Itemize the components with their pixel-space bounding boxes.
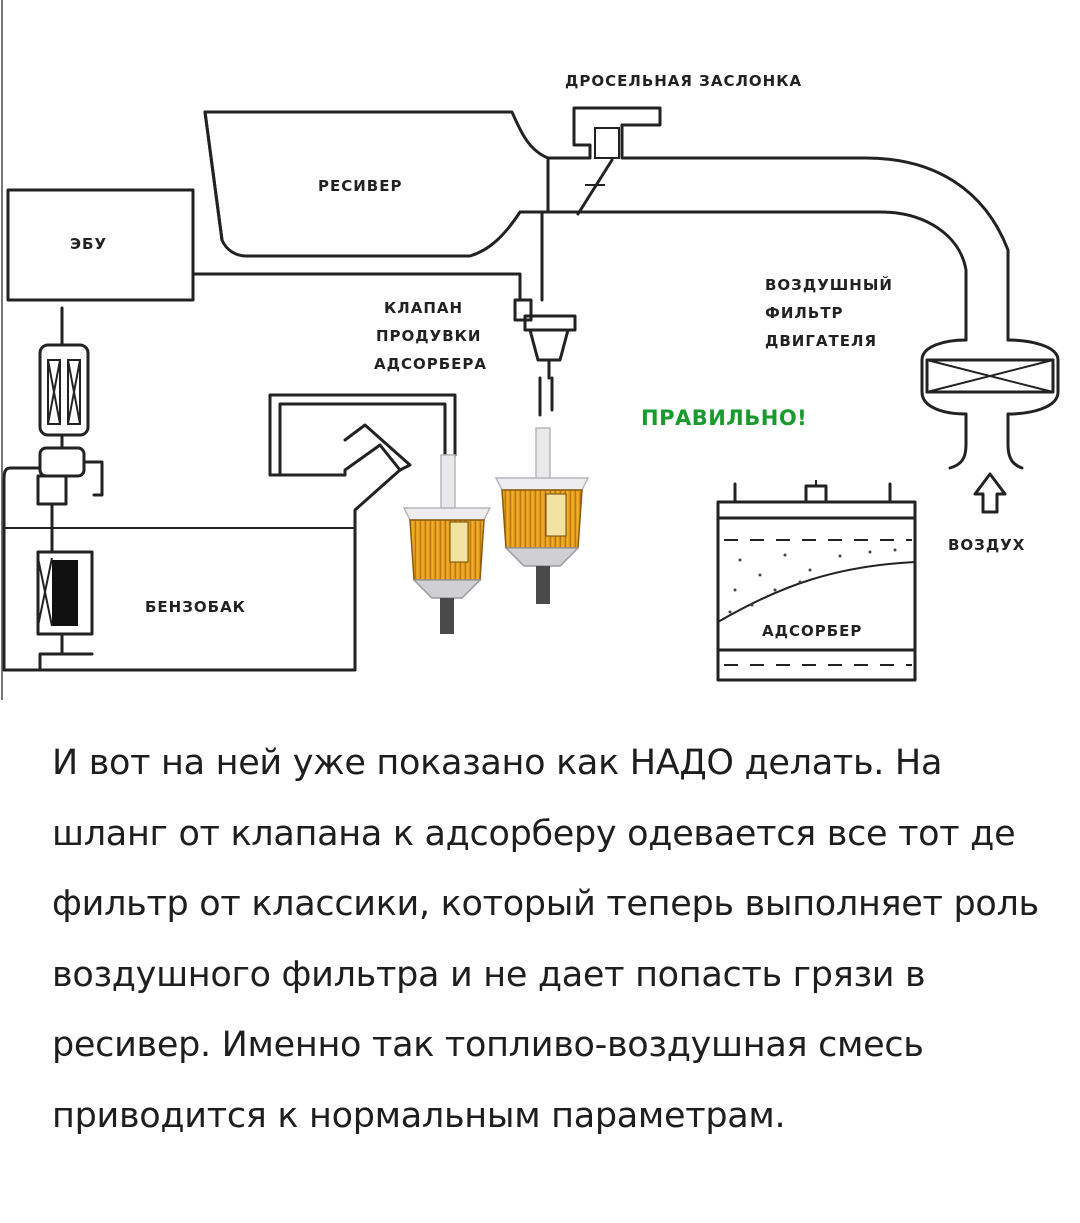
receiver-label: РЕСИВЕР: [318, 177, 402, 195]
air-arrow-icon: [973, 472, 1007, 514]
adsorber-label: АДСОРБЕР: [762, 622, 862, 640]
air-filter-label-3: ДВИГАТЕЛЯ: [765, 332, 877, 350]
ecu-box: [6, 188, 195, 302]
throttle-body: [546, 106, 1010, 342]
throttle-label: ДРОСЕЛЬНАЯ ЗАСЛОНКА: [565, 72, 802, 90]
receiver: [203, 110, 550, 258]
ecu-wire: [191, 272, 522, 302]
tank-label: БЕНЗОБАК: [145, 598, 246, 616]
valve-label-1: КЛАПАН: [384, 299, 463, 317]
valve-label-3: АДСОРБЕРА: [374, 355, 487, 373]
correct-label: ПРАВИЛЬНО!: [641, 406, 807, 430]
inline-fuel-filter-right: [494, 427, 590, 604]
air-label: ВОЗДУХ: [948, 536, 1025, 554]
ecu-label: ЭБУ: [70, 235, 107, 253]
engine-air-filter: [920, 338, 1060, 470]
evap-system-diagram: РЕСИВЕР ДРОСЕЛЬНАЯ ЗАСЛОНКА ВОЗДУШНЫЙ ФИ…: [1, 0, 1060, 700]
purge-valve: [513, 210, 577, 417]
adsorber-canister: [716, 480, 917, 682]
air-filter-label-1: ВОЗДУШНЫЙ: [765, 275, 893, 294]
inline-fuel-filter-left: [402, 454, 492, 634]
caption-text: И вот на ней уже показано как НАДО делат…: [52, 743, 1039, 1136]
fuel-pump: [36, 306, 104, 670]
fuel-tank: [2, 393, 457, 672]
valve-label-2: ПРОДУВКИ: [376, 327, 481, 345]
air-filter-label-2: ФИЛЬТР: [765, 304, 844, 322]
